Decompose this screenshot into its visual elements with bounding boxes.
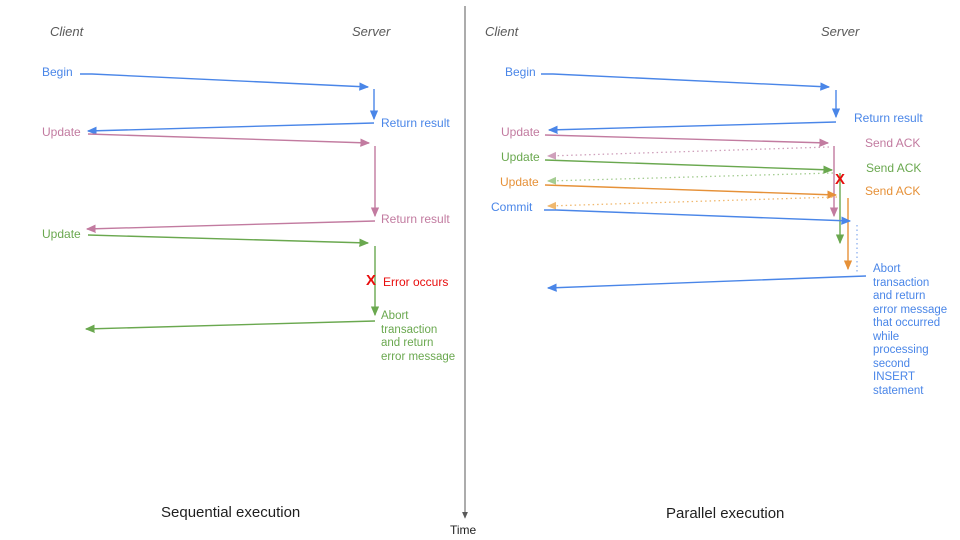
par-update3-label: Update [500, 175, 539, 189]
seq-server-header: Server [352, 24, 391, 39]
par-update2-request-arrow [544, 159, 834, 174]
seq-abort-return-arrow [84, 320, 376, 333]
par-caption: Parallel execution [666, 505, 785, 522]
par-ack3-dotted-arrow [546, 196, 838, 210]
seq-update1-label: Update [42, 125, 81, 139]
seq-begin-return-arrow [86, 122, 375, 135]
par-update3-flow [544, 184, 853, 271]
par-begin-return-label: Return result [854, 111, 923, 125]
par-server-header: Server [821, 24, 860, 39]
seq-update1-request-arrow [87, 133, 371, 147]
par-commit-label: Commit [491, 200, 533, 214]
seq-begin-label: Begin [42, 65, 73, 79]
time-axis-label: Time [450, 523, 477, 537]
seq-abort-note: Abort transaction and return error messa… [381, 310, 456, 363]
seq-error-x-icon: X [366, 272, 377, 289]
par-ack1-label: Send ACK [865, 136, 921, 150]
par-ack2-dotted-arrow [546, 172, 834, 185]
par-client-header: Client [485, 24, 519, 39]
par-ack3-label: Send ACK [865, 184, 921, 198]
seq-begin-flow [80, 73, 379, 135]
par-begin-label: Begin [505, 65, 536, 79]
par-error-x-icon: X [835, 171, 846, 188]
par-abort-return-arrow [546, 275, 867, 292]
seq-begin-request-arrow [80, 73, 370, 91]
par-update1-label: Update [501, 125, 540, 139]
par-ack1-dotted-arrow [546, 146, 830, 160]
par-commit-flow [544, 209, 867, 292]
par-update1-request-arrow [544, 134, 830, 147]
parallel-flows [541, 73, 867, 292]
par-ack2-label: Send ACK [866, 161, 922, 175]
seq-client-header: Client [50, 24, 84, 39]
par-update3-request-arrow [544, 184, 838, 199]
seq-update2-label: Update [42, 227, 81, 241]
seq-update1-return-label: Return result [381, 212, 450, 226]
par-begin-flow [541, 73, 841, 134]
seq-update1-flow [85, 133, 380, 233]
seq-caption: Sequential execution [161, 504, 301, 521]
par-begin-return-arrow [547, 121, 837, 134]
par-update2-flow [544, 159, 845, 245]
par-update1-flow [544, 134, 839, 218]
par-begin-request-arrow [541, 73, 831, 91]
par-abort-note: Abort transaction and return error messa… [873, 263, 948, 397]
seq-error-label: Error occurs [383, 275, 449, 289]
seq-update2-request-arrow [87, 234, 370, 247]
par-commit-request-arrow [544, 209, 852, 225]
seq-update2-flow [84, 234, 380, 333]
seq-begin-return-label: Return result [381, 116, 450, 130]
seq-update1-return-arrow [85, 220, 376, 233]
par-update2-label: Update [501, 150, 540, 164]
sequential-flows [80, 73, 380, 333]
